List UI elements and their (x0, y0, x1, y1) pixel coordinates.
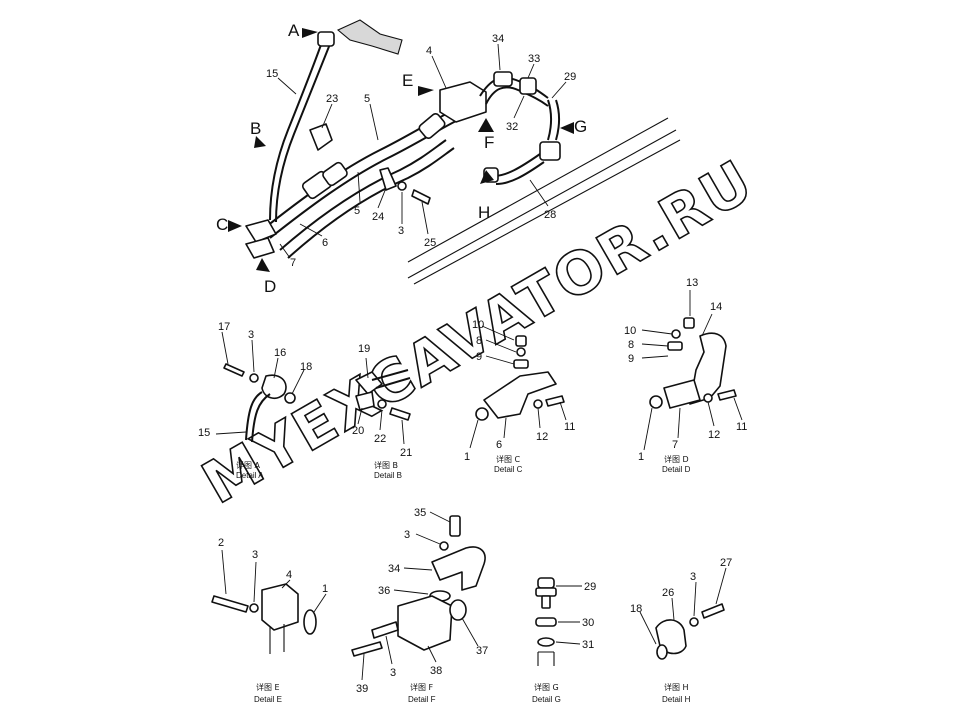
callout-5-bottom: 5 (354, 205, 360, 217)
callout-d-10: 10 (624, 325, 636, 337)
callout-b-22: 22 (374, 433, 386, 445)
arrow-label-b: B (250, 119, 261, 138)
callout-g-31: 31 (582, 639, 594, 651)
detail-a-caption-cn: 详图 A (236, 460, 261, 470)
callout-34: 34 (492, 33, 504, 45)
callout-e-3: 3 (252, 549, 258, 561)
callout-28: 28 (544, 209, 556, 221)
callout-d-14: 14 (710, 301, 722, 313)
arrow-label-d: D (264, 277, 276, 296)
detail-e-caption-cn: 详图 E (256, 682, 280, 692)
callout-c-11: 11 (564, 421, 575, 433)
callout-f-34: 34 (388, 563, 400, 575)
callout-e-1: 1 (322, 583, 328, 595)
detail-b-caption-en: Detail B (374, 471, 402, 480)
callout-e-4: 4 (286, 569, 292, 581)
callout-b-19: 19 (358, 343, 370, 355)
callout-c-10: 10 (472, 319, 484, 331)
arrow-label-a: A (288, 21, 300, 40)
detail-h-caption-en: Detail H (662, 695, 691, 704)
detail-f-caption-cn: 详图 F (410, 682, 434, 692)
callout-b-21: 21 (400, 447, 412, 459)
callout-c-6: 6 (496, 439, 502, 451)
arrow-label-g: G (574, 117, 587, 136)
callout-f-38: 38 (430, 665, 442, 677)
detail-g: 29 30 31 详图 G Detail G (532, 577, 596, 704)
detail-g-caption-cn: 详图 G (534, 682, 559, 692)
callout-h-26: 26 (662, 587, 674, 599)
callout-a-3: 3 (248, 329, 254, 341)
callout-c-1: 1 (464, 451, 470, 463)
callout-c-12: 12 (536, 431, 548, 443)
arrow-label-c: C (216, 215, 228, 234)
detail-b: 19 20 22 21 详图 B Detail B (352, 343, 412, 480)
detail-g-caption-en: Detail G (532, 695, 561, 704)
callout-25: 25 (424, 237, 436, 249)
callout-d-11: 11 (736, 421, 747, 433)
detail-e-caption-en: Detail E (254, 695, 282, 704)
callout-f-35: 35 (414, 507, 426, 519)
callout-h-27: 27 (720, 557, 732, 569)
arrow-label-e: E (402, 71, 413, 90)
callout-c-8: 8 (476, 335, 482, 347)
callout-33: 33 (528, 53, 540, 65)
detail-h: 27 3 26 18 详图 H Detail H (630, 557, 732, 704)
detail-d-caption-en: Detail D (662, 465, 691, 474)
callout-e-2: 2 (218, 537, 224, 549)
callout-f-37: 37 (476, 645, 488, 657)
callout-h-18: 18 (630, 603, 642, 615)
callout-f-3-bottom: 3 (390, 667, 396, 679)
callout-24: 24 (372, 211, 384, 223)
callout-g-29: 29 (584, 581, 596, 593)
callout-15: 15 (266, 68, 278, 80)
callout-d-8: 8 (628, 339, 634, 351)
detail-c: 10 8 9 1 6 12 11 详图 C Detail C (464, 319, 575, 474)
callout-d-1: 1 (638, 451, 644, 463)
callout-6-main: 6 (322, 237, 328, 249)
arrow-label-f: F (484, 133, 494, 152)
callout-4: 4 (426, 45, 432, 57)
callout-a-16: 16 (274, 347, 286, 359)
detail-c-caption-cn: 详图 C (496, 454, 521, 464)
main-assembly (228, 19, 681, 285)
callout-23: 23 (326, 93, 338, 105)
callout-5-top: 5 (364, 93, 370, 105)
callout-32: 32 (506, 121, 518, 133)
callout-g-30: 30 (582, 617, 594, 629)
detail-b-caption-cn: 详图 B (374, 460, 398, 470)
callout-f-36: 36 (378, 585, 390, 597)
arrow-labels: A B C D E F G H (216, 21, 587, 296)
callout-d-12: 12 (708, 429, 720, 441)
detail-a: 17 3 16 18 15 详图 A Detail A (198, 321, 312, 480)
callout-h-3: 3 (690, 571, 696, 583)
detail-h-caption-cn: 详图 H (664, 682, 689, 692)
arrow-label-h: H (478, 203, 490, 222)
callout-a-17: 17 (218, 321, 230, 333)
callout-c-9: 9 (476, 351, 482, 363)
detail-e: 2 3 4 1 详图 E Detail E (211, 537, 328, 704)
callout-b-20: 20 (352, 425, 364, 437)
detail-c-caption-en: Detail C (494, 465, 523, 474)
callout-3-main: 3 (398, 225, 404, 237)
callout-d-7: 7 (672, 439, 678, 451)
detail-d-caption-cn: 详图 D (664, 454, 689, 464)
callout-7-main: 7 (290, 257, 296, 269)
detail-f-caption-en: Detail F (408, 695, 436, 704)
callout-f-3-top: 3 (404, 529, 410, 541)
callout-a-15: 15 (198, 427, 210, 439)
detail-d: 13 14 10 8 9 1 7 12 11 详图 D Detail D (624, 277, 747, 474)
callout-f-39: 39 (356, 683, 368, 695)
detail-f: 35 3 34 36 37 39 3 38 详图 F Detail F (351, 507, 488, 704)
callout-a-18: 18 (300, 361, 312, 373)
callout-d-13: 13 (686, 277, 698, 289)
callout-d-9: 9 (628, 353, 634, 365)
main-callouts: 15 23 5 4 34 33 29 32 5 24 3 25 6 7 28 (266, 33, 576, 269)
callout-29: 29 (564, 71, 576, 83)
detail-a-caption-en: Detail A (236, 471, 264, 480)
